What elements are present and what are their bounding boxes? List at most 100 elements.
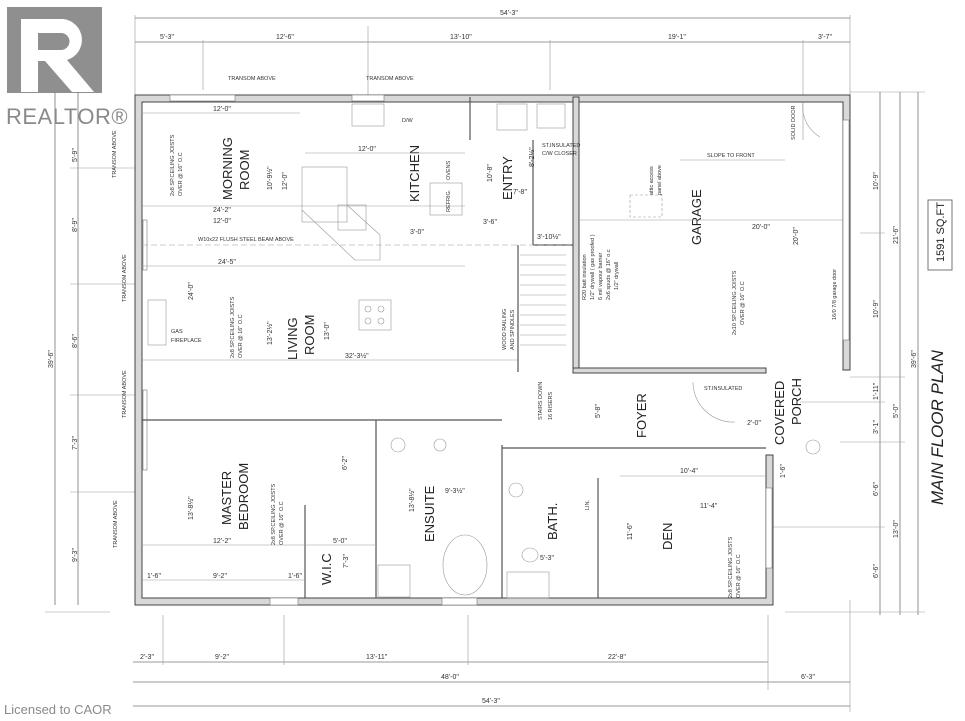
plan-notes: W10x22 FLUSH STEEL BEAM ABOVE GAS FIREPL… xyxy=(170,105,838,598)
note-transom: TRANSOM ABOVE xyxy=(228,76,276,82)
garage-door xyxy=(842,119,850,341)
dim-label: 22'-8" xyxy=(608,654,626,661)
dryer-icon xyxy=(536,103,566,129)
dim-overall-top: 54'-3" xyxy=(500,10,518,17)
dim-label: 5'-8" xyxy=(595,404,602,418)
note-transom: TRANSOM ABOVE xyxy=(112,130,118,178)
dim-label: 10'-9" xyxy=(873,300,880,318)
bathtub-icon xyxy=(442,534,488,596)
room-master: MASTER xyxy=(219,471,234,525)
room-porch: COVERED xyxy=(772,381,787,445)
window xyxy=(441,597,478,606)
dim-label: 12'-6" xyxy=(276,34,294,41)
dim-label: 13'-8½" xyxy=(408,488,416,512)
note-wall-spec: R20 batt insulation xyxy=(582,254,588,300)
note-stairs: STAIRS DOWN xyxy=(538,382,544,420)
top-dimensions: 54'-3" 5'-3" 12'-6" 13'-10" 19'-1" 3'-7"… xyxy=(134,10,851,140)
plan-title: MAIN FLOOR PLAN xyxy=(928,349,947,505)
attic-panel-icon xyxy=(629,194,663,218)
note-solid-door: SOLID DOOR xyxy=(791,105,797,140)
note-dw: D/W xyxy=(402,118,414,124)
dim-label: 3'-1" xyxy=(873,420,880,434)
note-refrig: REFRIG. xyxy=(446,189,452,212)
window xyxy=(269,597,299,606)
dim-label: 12'-0" xyxy=(213,106,231,113)
window xyxy=(765,487,773,569)
dim-label: 12'-0" xyxy=(358,146,376,153)
dim-label: 32'-3½" xyxy=(345,352,369,360)
area-box xyxy=(927,199,953,271)
room-wic: W.I.C xyxy=(319,553,334,585)
note-insulated: ST.INSULATED xyxy=(704,386,742,392)
note-wall-spec: 1/2" drywall ( gas proofed ) xyxy=(590,234,596,300)
note-wall-spec: 6 mil vapour barrier xyxy=(598,252,604,300)
dim-label: 11'-4" xyxy=(700,503,718,510)
dim-label: 8'-9" xyxy=(72,218,79,232)
right-dimensions: 10'-9" 10'-9" 1'-11" 3'-1" 6'-6" 6'-6" 2… xyxy=(770,91,953,615)
dim-label: 21'-6" xyxy=(893,226,900,244)
dim-label: 2'-3" xyxy=(140,654,154,661)
dim-label: 10'-4" xyxy=(680,468,698,475)
toilet-icon xyxy=(521,547,539,563)
dim-label: 9'-2" xyxy=(213,573,227,580)
note-railing: AND SPINDLES xyxy=(510,309,516,350)
fireplace-icon xyxy=(147,299,167,346)
dim-label: 9'-2" xyxy=(215,654,229,661)
note-attic: attic access xyxy=(649,166,655,195)
note-joists: OVER @ 16" O.C xyxy=(736,554,742,598)
dim-label: 5'-0" xyxy=(333,538,347,545)
dim-label: 20'-0" xyxy=(793,227,800,245)
dim-label: 9'-3" xyxy=(72,548,79,562)
note-garage-door: 16/0 7/8 garage door xyxy=(832,269,838,320)
note-joists: 2x8 SP.CEILING JOISTS xyxy=(230,296,236,358)
dim-label: 5'-3" xyxy=(540,555,554,562)
dim-label: 13'-8½" xyxy=(187,496,195,520)
shower-icon xyxy=(377,564,411,598)
room-living: ROOM xyxy=(302,315,317,355)
left-dimensions: 5'-9" 8'-9" 8'-6" 7'-3" 9'-3" 39'-6" TRA… xyxy=(45,92,135,613)
sink-icon xyxy=(433,438,447,452)
dim-label: 5'-9" xyxy=(72,148,79,162)
note-joists: 2x8 SP.CEILING JOISTS xyxy=(170,134,176,196)
kitchen-sink-icon xyxy=(351,103,385,127)
note-transom: TRANSOM ABOVE xyxy=(366,76,414,82)
note-attic: panel above xyxy=(657,165,663,195)
note-joists: 2x8 SP.CEILING JOISTS xyxy=(271,483,277,545)
dim-label: 6'-2" xyxy=(342,456,349,470)
dim-label: 24'-0" xyxy=(188,282,195,300)
realtor-logo-text: REALTOR® xyxy=(6,104,129,129)
dim-label: 5'-3" xyxy=(160,34,174,41)
dim-label: 8'-2½" xyxy=(528,147,536,167)
dim-label: 7'-3" xyxy=(72,436,79,450)
dim-label: 2'-0" xyxy=(747,420,761,427)
note-wall-spec: 2x6 spuds @ 16" o.c xyxy=(606,249,612,300)
note-transom: TRANSOM ABOVE xyxy=(122,370,128,418)
dim-label: 5'-0" xyxy=(893,404,900,418)
note-joists: OVER @ 16" O.C xyxy=(279,501,285,545)
exterior-walls xyxy=(134,94,851,606)
bottom-dimensions: 2'-3" 9'-2" 13'-11" 22'-8" 48'-0" 6'-3" … xyxy=(133,600,851,712)
dim-label: 13'-0" xyxy=(324,322,331,340)
note-ovens: OVENS xyxy=(446,160,452,180)
room-labels: MORNING ROOM KITCHEN ENTRY GARAGE LIVING… xyxy=(219,137,804,585)
note-stairs: 16 RISERS xyxy=(548,392,554,420)
dim-label: 6'-6" xyxy=(873,564,880,578)
post-icon xyxy=(805,439,821,455)
room-master: BEDROOM xyxy=(236,463,251,530)
realtor-logo xyxy=(7,7,102,93)
note-slope: SLOPE TO FRONT xyxy=(707,153,755,159)
dim-label: 13'-10" xyxy=(450,34,472,41)
note-railing: WOOD RAILING xyxy=(502,309,508,350)
note-joists: 2x10 SP.CEILING JOISTS xyxy=(732,270,738,335)
area-label: 1591 SQ.FT xyxy=(935,202,947,262)
note-joists: 2x8 SP.CEILING JOISTS xyxy=(728,536,734,598)
note-wall-spec: 1/2" drywall xyxy=(614,262,620,290)
room-ensuite: ENSUITE xyxy=(422,485,437,542)
room-morning: ROOM xyxy=(237,150,252,190)
dim-label: 3'-10½" xyxy=(537,233,561,241)
toilet-icon xyxy=(390,437,406,453)
note-fireplace: FIREPLACE xyxy=(171,338,202,344)
room-kitchen: KITCHEN xyxy=(407,145,422,202)
note-joists: OVER @ 16" O.C xyxy=(238,314,244,358)
